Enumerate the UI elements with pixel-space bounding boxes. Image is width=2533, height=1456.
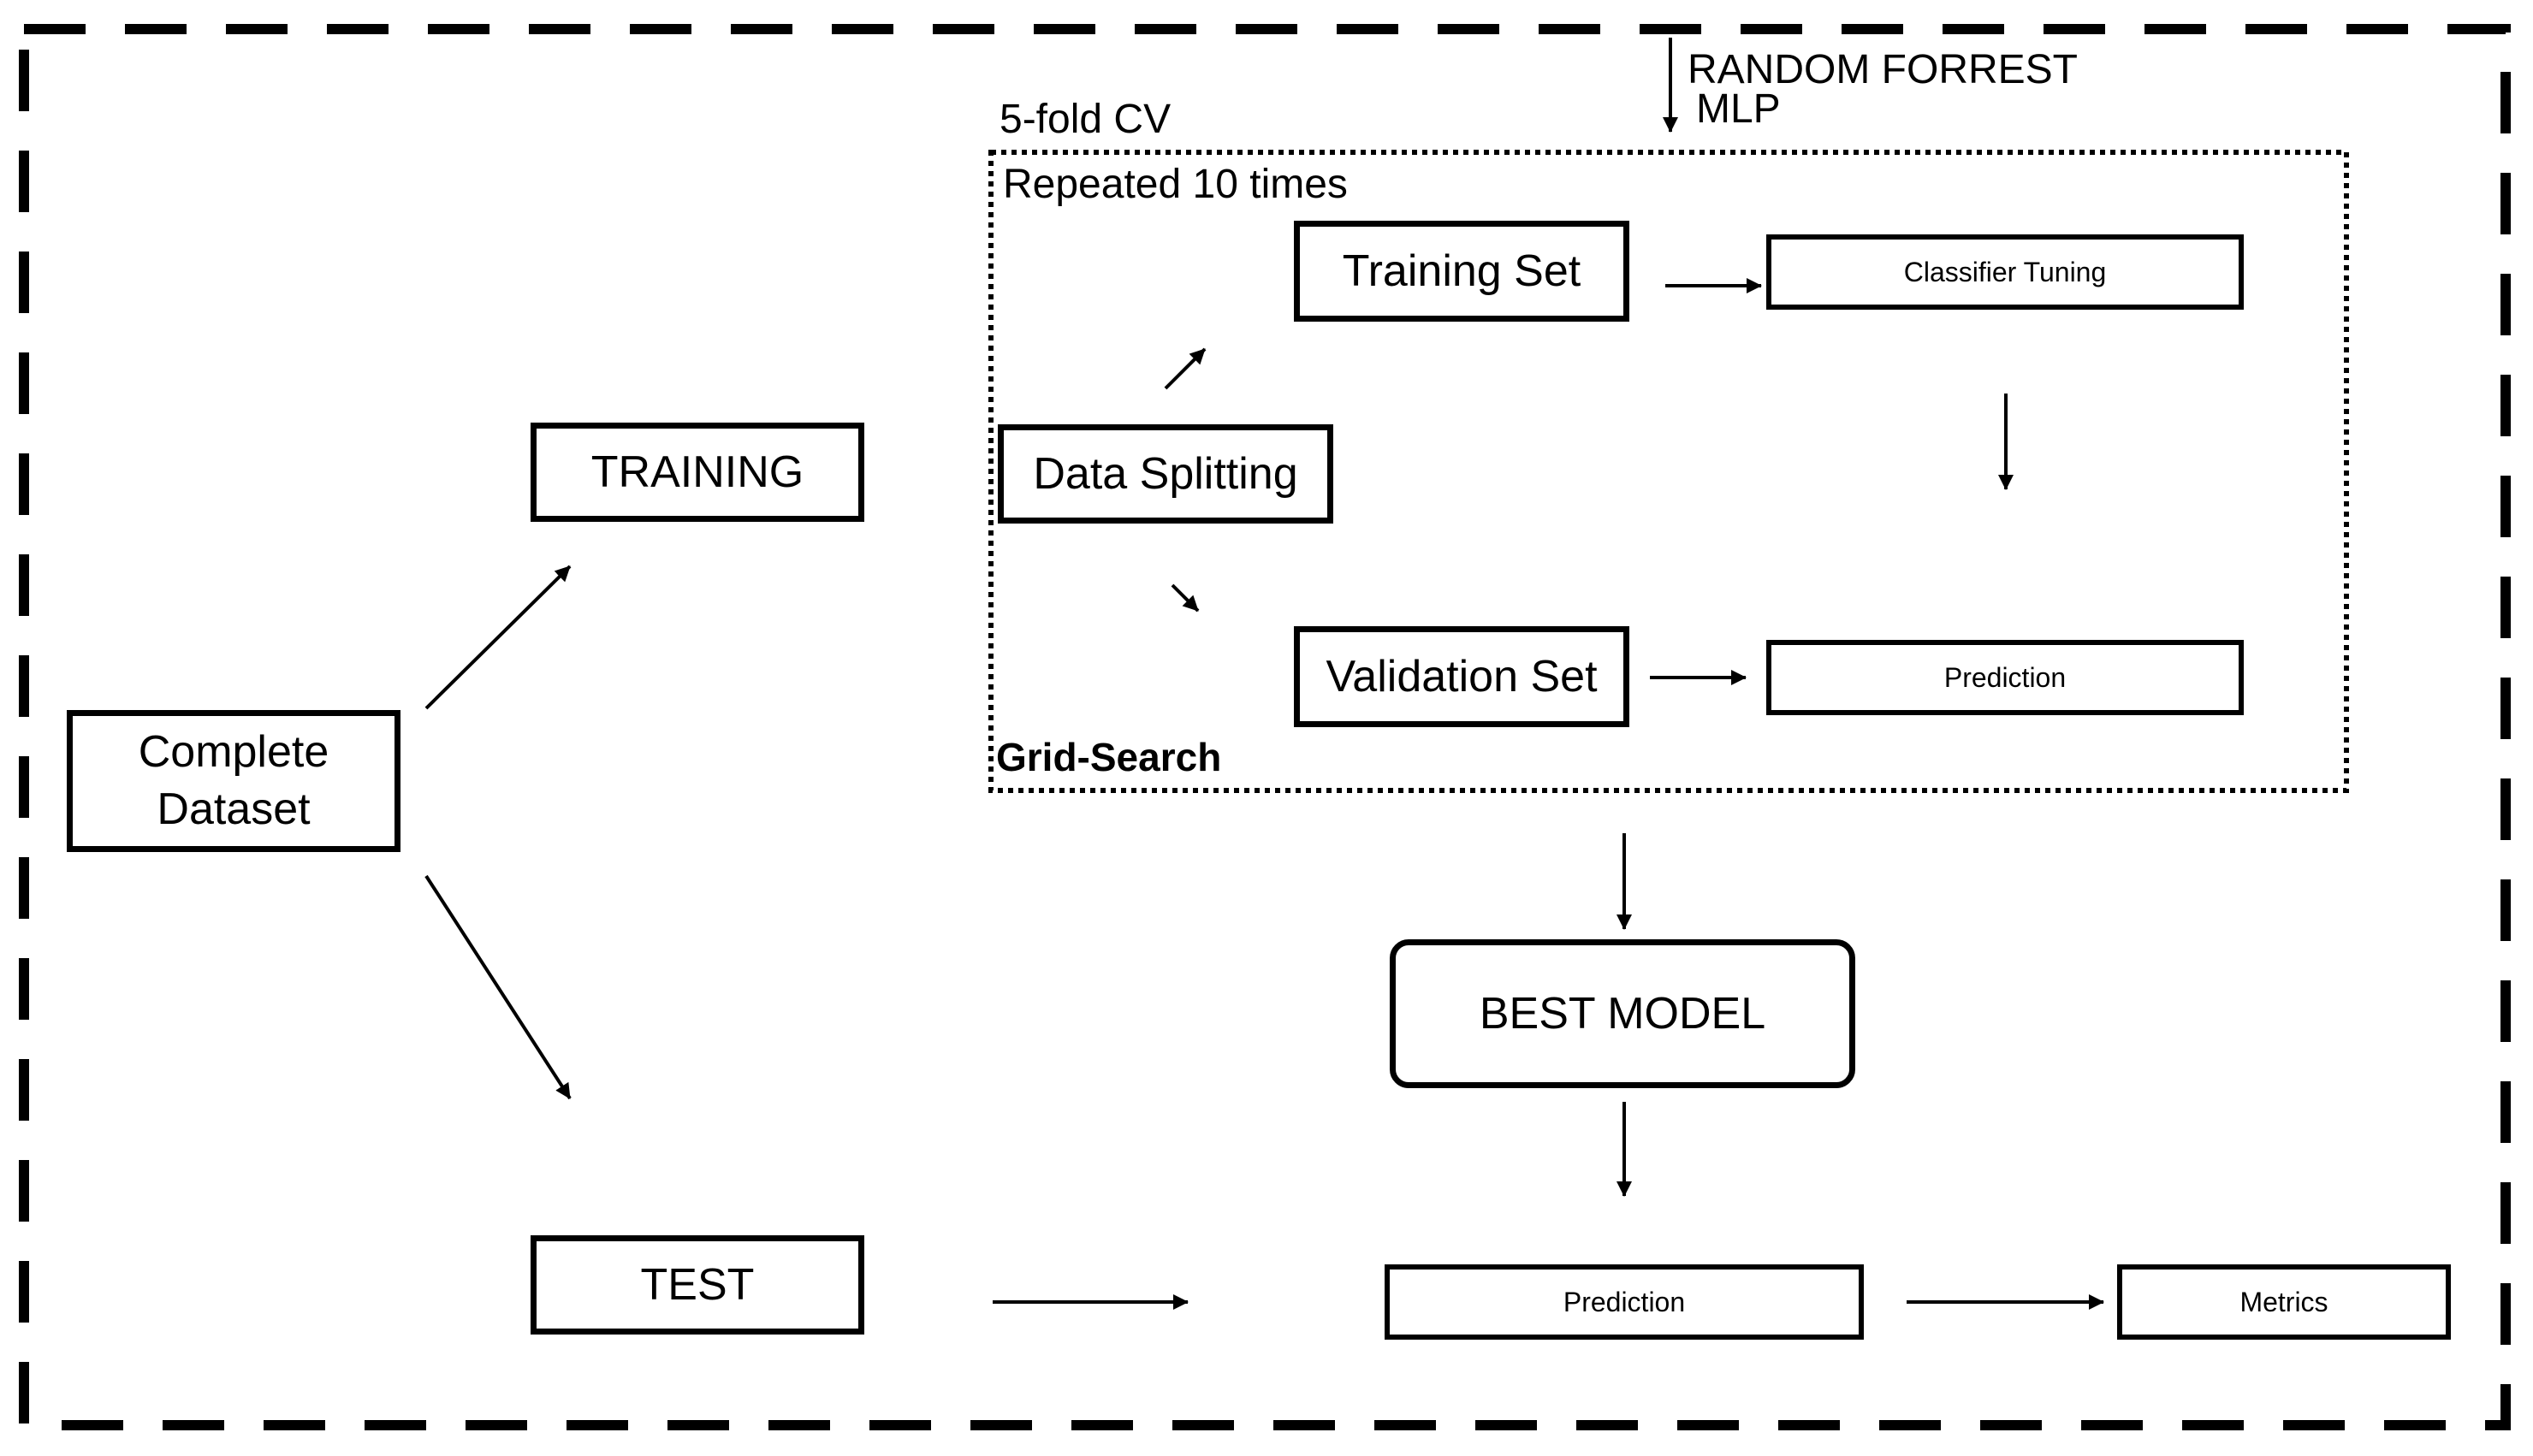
test-label: TEST	[640, 1260, 755, 1310]
complete-dataset-label: Complete Dataset	[138, 727, 329, 834]
test-prediction-label: Prediction	[1563, 1286, 1686, 1317]
training-set-label: Training Set	[1342, 246, 1581, 296]
metrics-box: Metrics	[2117, 1264, 2451, 1340]
cv-prediction-box: Prediction	[1766, 640, 2244, 715]
best-model-label: BEST MODEL	[1479, 989, 1766, 1039]
test-prediction-box: Prediction	[1385, 1264, 1864, 1340]
arrow-dataset-to-test	[424, 874, 572, 1100]
data-splitting-box: Data Splitting	[998, 424, 1333, 524]
repeated-label: Repeated 10 times	[1003, 162, 1348, 207]
classifier-tuning-box: Classifier Tuning	[1766, 234, 2244, 310]
grid-search-label: Grid-Search	[996, 735, 1222, 779]
cv-prediction-label: Prediction	[1943, 661, 2067, 693]
classifier-random-forrest-label: RANDOM FORREST	[1688, 47, 2078, 92]
test-box: TEST	[531, 1235, 864, 1335]
complete-dataset-box: Complete Dataset	[67, 710, 400, 852]
best-model-box: BEST MODEL	[1390, 939, 1855, 1088]
arrow-splitting-to-training-set	[1164, 347, 1207, 390]
classifier-tuning-label: Classifier Tuning	[1903, 256, 2107, 287]
validation-set-label: Validation Set	[1326, 652, 1598, 701]
arrow-splitting-to-validation-set	[1171, 583, 1200, 613]
data-splitting-label: Data Splitting	[1033, 449, 1298, 499]
training-box: TRAINING	[531, 423, 864, 522]
outer-dashed-frame	[19, 24, 2511, 1430]
classifier-mlp-label: MLP	[1696, 86, 1781, 132]
metrics-label: Metrics	[2239, 1286, 2328, 1317]
arrow-dataset-to-training	[424, 565, 572, 710]
validation-set-box: Validation Set	[1294, 626, 1629, 727]
training-label: TRAINING	[590, 447, 804, 497]
cv-dotted-frame	[988, 150, 2349, 793]
cv-label: 5-fold CV	[1000, 97, 1172, 142]
training-set-box: Training Set	[1294, 221, 1629, 322]
